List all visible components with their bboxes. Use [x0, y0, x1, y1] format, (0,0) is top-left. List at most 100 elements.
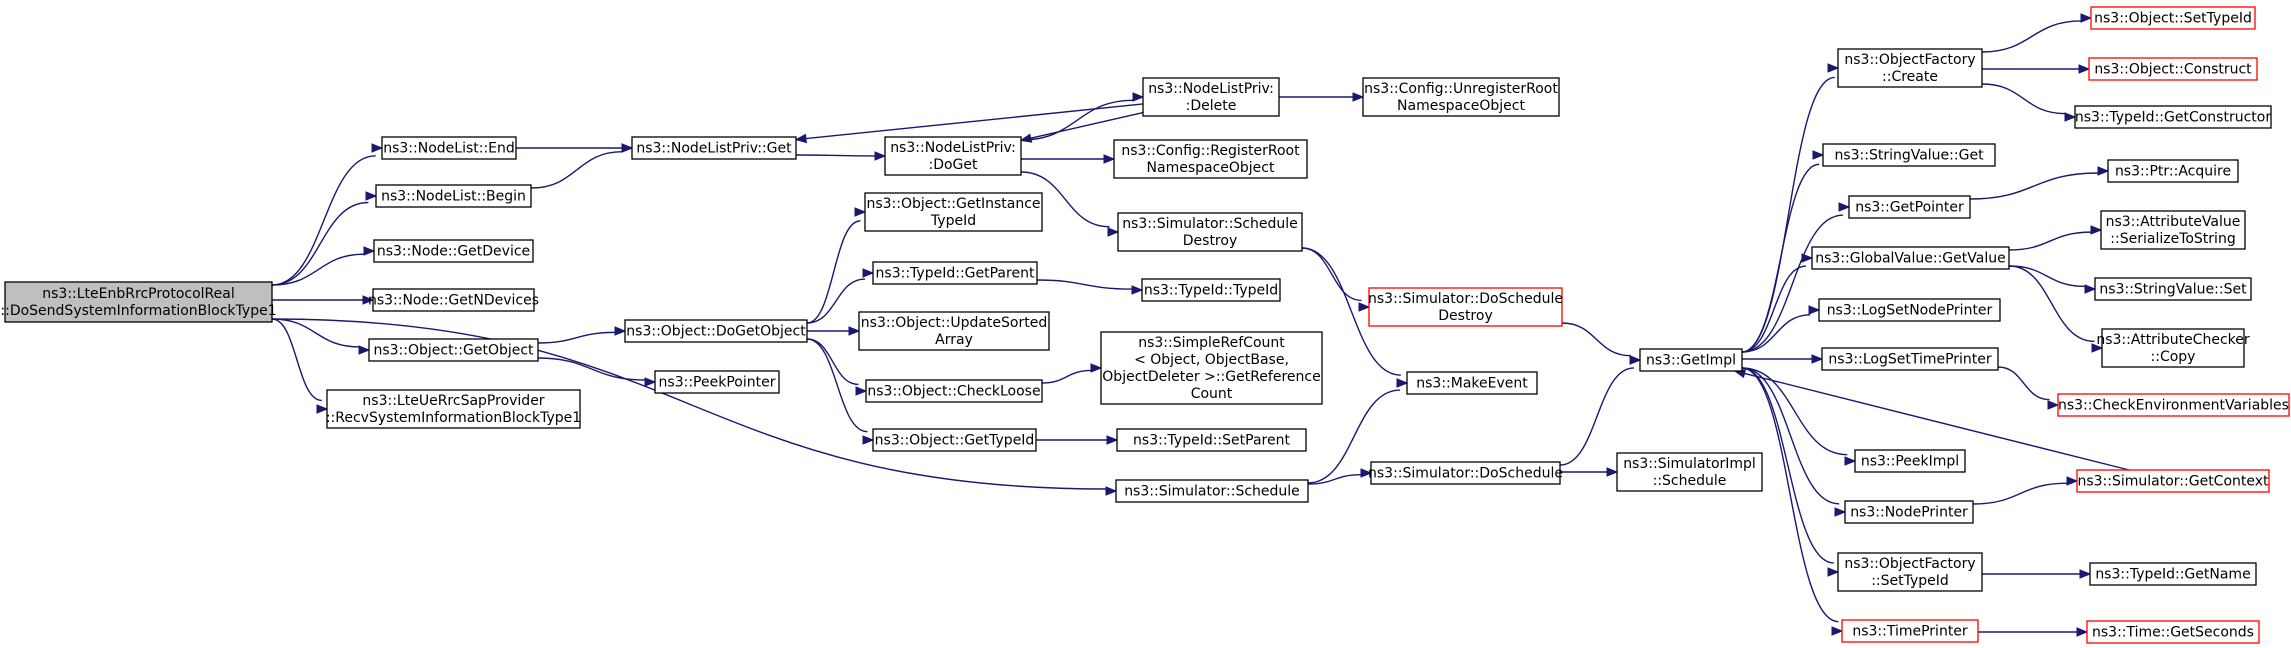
- node-box[interactable]: [1848, 195, 1971, 219]
- node-box[interactable]: [2100, 210, 2246, 250]
- node-box[interactable]: [884, 136, 1022, 176]
- node-box[interactable]: [1844, 500, 1974, 524]
- node-box[interactable]: [372, 288, 535, 312]
- node-nlp_delete[interactable]: ns3::NodeListPriv::Delete: [1142, 77, 1280, 117]
- node-nlp_get[interactable]: ns3::NodeListPriv::Get: [631, 136, 797, 160]
- node-peekimpl[interactable]: ns3::PeekImpl: [1854, 449, 1966, 473]
- node-box[interactable]: [1406, 371, 1538, 395]
- node-box[interactable]: [375, 184, 532, 208]
- node-obj_doget[interactable]: ns3::Object::DoGetObject: [624, 319, 808, 343]
- node-box[interactable]: [1370, 461, 1561, 485]
- node-obj_settypeid[interactable]: ns3::Object::SetTypeId: [2090, 6, 2256, 30]
- node-box[interactable]: [2076, 469, 2270, 493]
- node-srefcount[interactable]: ns3::SimpleRefCount< Object, ObjectBase,…: [1100, 331, 1323, 405]
- node-box[interactable]: [872, 428, 1037, 452]
- node-obj_checkloose[interactable]: ns3::Object::CheckLoose: [865, 379, 1043, 403]
- node-nl_end[interactable]: ns3::NodeList::End: [381, 136, 517, 160]
- node-box[interactable]: [1821, 347, 1999, 371]
- node-box[interactable]: [1113, 139, 1308, 179]
- node-makeevent[interactable]: ns3::MakeEvent: [1406, 371, 1538, 395]
- node-box[interactable]: [1837, 552, 1983, 592]
- node-box[interactable]: [1811, 246, 2010, 270]
- node-box[interactable]: [2089, 562, 2257, 586]
- node-timeprinter[interactable]: ns3::TimePrinter: [1841, 619, 1979, 643]
- node-strval_get[interactable]: ns3::StringValue::Get: [1822, 143, 1996, 167]
- node-tid_getparent[interactable]: ns3::TypeId::GetParent: [872, 261, 1038, 285]
- node-of_settypeid[interactable]: ns3::ObjectFactory::SetTypeId: [1837, 552, 1983, 592]
- node-getimpl[interactable]: ns3::GetImpl: [1639, 348, 1743, 372]
- node-box[interactable]: [631, 136, 797, 160]
- node-box[interactable]: [4, 281, 273, 323]
- node-box[interactable]: [1837, 48, 1983, 88]
- node-ueprov[interactable]: ns3::LteUeRrcSapProvider::RecvSystemInfo…: [326, 389, 581, 429]
- node-logsetnode[interactable]: ns3::LogSetNodePrinter: [1818, 298, 2001, 322]
- node-obj_getobject[interactable]: ns3::Object::GetObject: [368, 338, 539, 362]
- node-tid_typeid[interactable]: ns3::TypeId::TypeId: [1141, 278, 1281, 302]
- node-cfg_unreg[interactable]: ns3::Config::UnregisterRootNamespaceObje…: [1362, 77, 1560, 117]
- node-obj_construct[interactable]: ns3::Object::Construct: [2088, 57, 2258, 81]
- node-box[interactable]: [1141, 278, 1281, 302]
- node-box[interactable]: [1822, 143, 1996, 167]
- node-ac_copy[interactable]: ns3::AttributeChecker::Copy: [2096, 328, 2250, 368]
- node-box[interactable]: [1368, 287, 1563, 327]
- node-box[interactable]: [2074, 105, 2272, 129]
- node-box[interactable]: [1854, 449, 1966, 473]
- node-box[interactable]: [2094, 277, 2252, 301]
- node-box[interactable]: [2086, 620, 2260, 644]
- node-tid_getctor[interactable]: ns3::TypeId::GetConstructor: [2074, 105, 2272, 129]
- node-box[interactable]: [1841, 619, 1979, 643]
- node-root[interactable]: ns3::LteEnbRrcProtocolReal::DoSendSystem…: [0, 281, 277, 323]
- node-box[interactable]: [654, 370, 780, 394]
- node-simimpl_sch[interactable]: ns3::SimulatorImpl::Schedule: [1616, 452, 1763, 492]
- node-box[interactable]: [858, 311, 1050, 351]
- node-box[interactable]: [624, 319, 808, 343]
- node-time_getsec[interactable]: ns3::Time::GetSeconds: [2086, 620, 2260, 644]
- node-obj_gettypeid[interactable]: ns3::Object::GetTypeId: [872, 428, 1037, 452]
- node-box[interactable]: [2088, 57, 2258, 81]
- node-logsettime[interactable]: ns3::LogSetTimePrinter: [1821, 347, 1999, 371]
- node-box[interactable]: [373, 239, 534, 263]
- node-box[interactable]: [1639, 348, 1743, 372]
- node-box[interactable]: [2090, 6, 2256, 30]
- node-nlp_doget[interactable]: ns3::NodeListPriv::DoGet: [884, 136, 1022, 176]
- node-sim_schedule[interactable]: ns3::Simulator::Schedule: [1115, 479, 1309, 503]
- node-box[interactable]: [2101, 328, 2245, 368]
- node-sim_dosch[interactable]: ns3::Simulator::DoSchedule: [1368, 461, 1563, 485]
- node-box[interactable]: [1616, 452, 1763, 492]
- node-box[interactable]: [864, 192, 1043, 232]
- node-tid_setparent[interactable]: ns3::TypeId::SetParent: [1116, 428, 1307, 452]
- node-nl_begin[interactable]: ns3::NodeList::Begin: [375, 184, 532, 208]
- node-box[interactable]: [2107, 159, 2239, 183]
- node-strval_set[interactable]: ns3::StringValue::Set: [2094, 277, 2252, 301]
- node-nodeprinter[interactable]: ns3::NodePrinter: [1844, 500, 1974, 524]
- node-av_serialize[interactable]: ns3::AttributeValue::SerializeToString: [2100, 210, 2246, 250]
- node-tid_getname[interactable]: ns3::TypeId::GetName: [2089, 562, 2257, 586]
- node-checkenv[interactable]: ns3::CheckEnvironmentVariables: [2057, 393, 2290, 417]
- node-gv_getvalue[interactable]: ns3::GlobalValue::GetValue: [1811, 246, 2010, 270]
- node-box[interactable]: [865, 379, 1043, 403]
- node-box[interactable]: [1818, 298, 2001, 322]
- node-node_getdevice[interactable]: ns3::Node::GetDevice: [373, 239, 534, 263]
- node-box[interactable]: [1115, 479, 1309, 503]
- node-node_getndevices[interactable]: ns3::Node::GetNDevices: [368, 288, 539, 312]
- node-box[interactable]: [1362, 77, 1560, 117]
- node-box[interactable]: [368, 338, 539, 362]
- node-box[interactable]: [2057, 393, 2290, 417]
- node-box[interactable]: [872, 261, 1038, 285]
- node-box[interactable]: [1100, 331, 1323, 405]
- node-box[interactable]: [1117, 212, 1303, 252]
- node-box[interactable]: [1142, 77, 1280, 117]
- node-of_create[interactable]: ns3::ObjectFactory::Create: [1837, 48, 1983, 88]
- node-sim_getctx[interactable]: ns3::Simulator::GetContext: [2076, 469, 2270, 493]
- node-getpointer[interactable]: ns3::GetPointer: [1848, 195, 1971, 219]
- node-box[interactable]: [326, 389, 581, 429]
- node-box[interactable]: [381, 136, 517, 160]
- node-ptr_acquire[interactable]: ns3::Ptr::Acquire: [2107, 159, 2239, 183]
- node-box[interactable]: [1116, 428, 1307, 452]
- node-peekpointer[interactable]: ns3::PeekPointer: [654, 370, 780, 394]
